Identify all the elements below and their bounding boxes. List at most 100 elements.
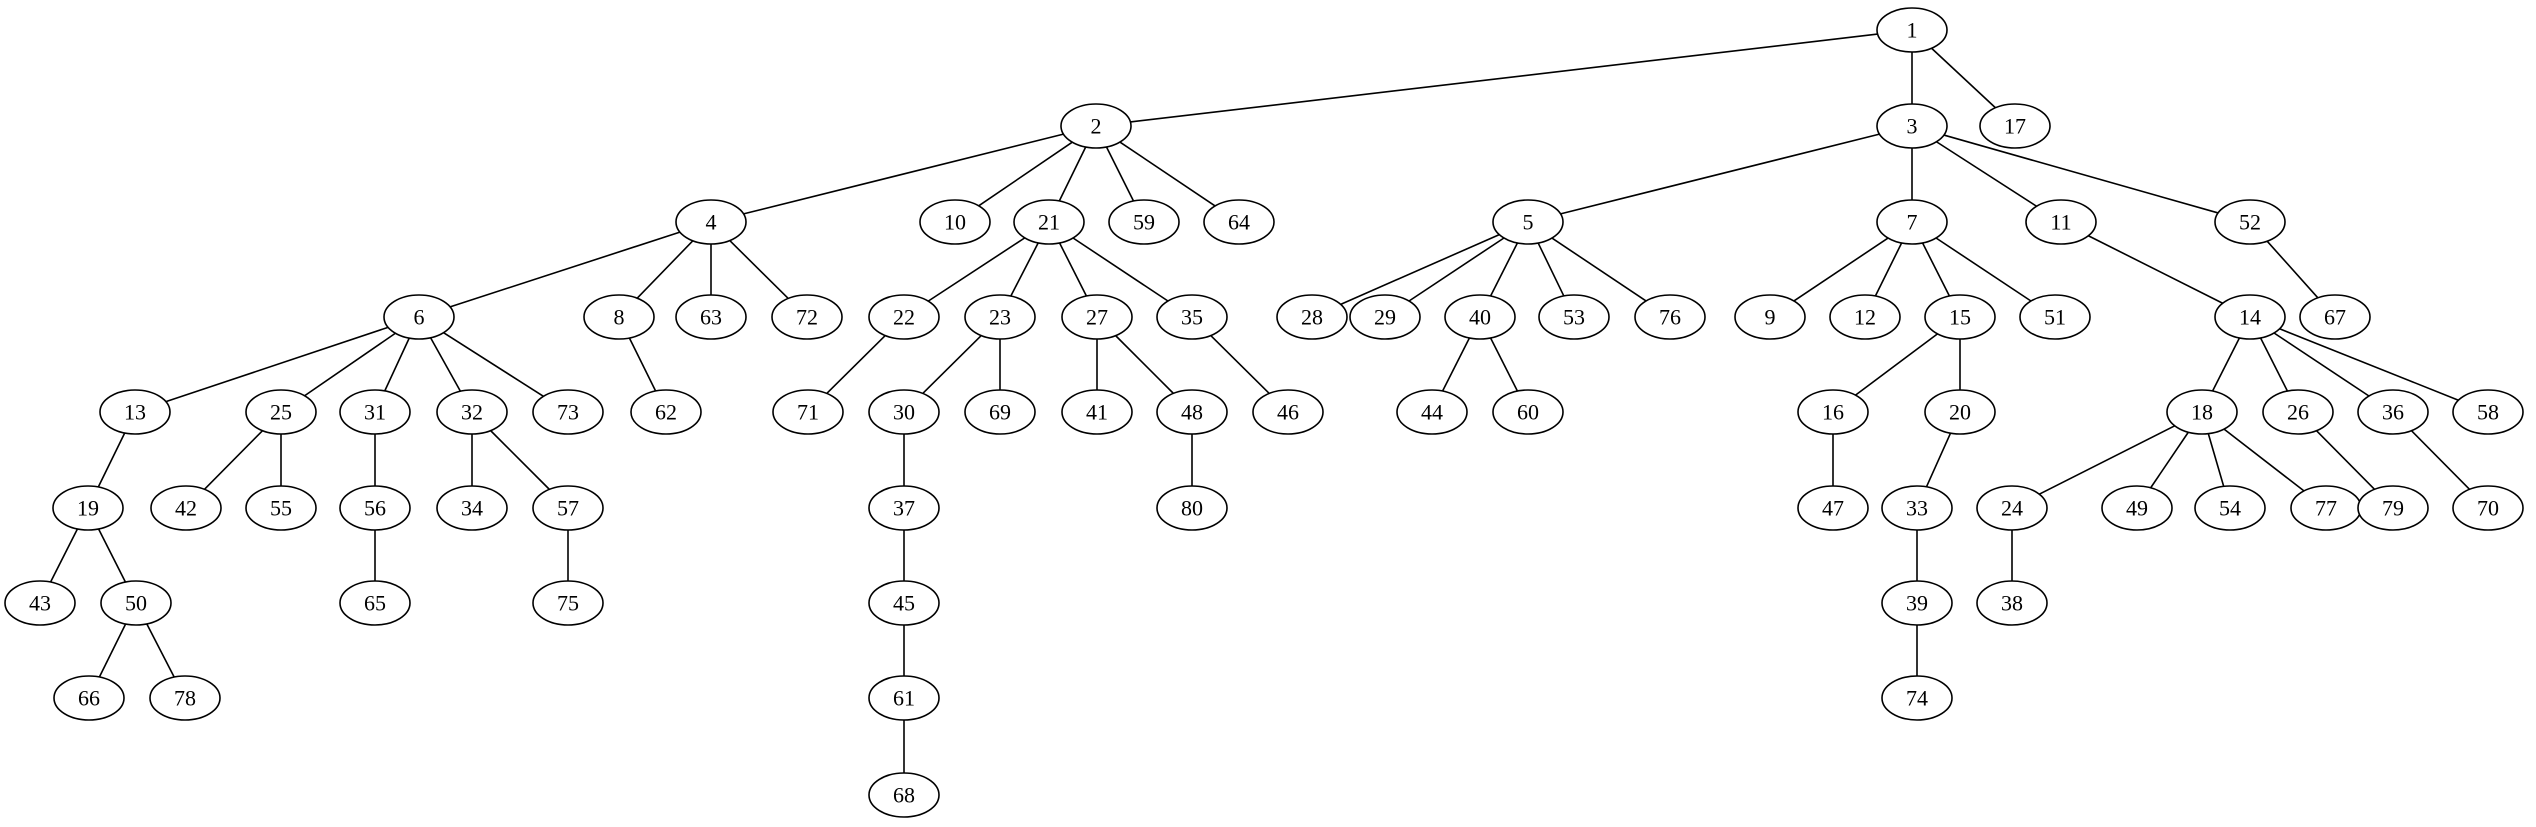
node-ellipse: [1156, 485, 1228, 531]
node-ellipse: [532, 389, 604, 435]
node-label: 25: [270, 400, 292, 425]
node-label: 20: [1949, 400, 1971, 425]
node-label: 53: [1563, 305, 1585, 330]
node-13: 13: [99, 389, 171, 435]
node-20: 20: [1924, 389, 1996, 435]
edge-40-44: [1441, 337, 1471, 392]
node-label: 43: [29, 591, 51, 616]
node-ellipse: [868, 580, 940, 626]
node-ellipse: [868, 675, 940, 721]
node-label: 71: [797, 400, 819, 425]
node-label: 61: [893, 686, 915, 711]
edge-19-50: [97, 528, 127, 583]
node-21: 21: [1013, 199, 1085, 245]
edge-2-21: [1058, 146, 1087, 202]
node-label: 16: [1822, 400, 1844, 425]
node-label: 33: [1906, 496, 1928, 521]
edge-5-76: [1551, 237, 1647, 302]
node-24: 24: [1976, 485, 2048, 531]
edge-21-35: [1072, 237, 1169, 302]
node-7: 7: [1876, 199, 1948, 245]
node-ellipse: [2262, 389, 2334, 435]
edge-1-2: [1130, 33, 1878, 123]
node-label: 9: [1765, 305, 1776, 330]
edge-7-51: [1935, 237, 2032, 302]
node-ellipse: [1881, 675, 1953, 721]
node-ellipse: [436, 389, 508, 435]
node-ellipse: [1797, 485, 1869, 531]
node-label: 5: [1523, 210, 1534, 235]
node-33: 33: [1881, 485, 1953, 531]
edge-3-5: [1560, 133, 1880, 215]
node-23: 23: [964, 294, 1036, 340]
edge-20-33: [1925, 432, 1952, 488]
node-label: 42: [175, 496, 197, 521]
node-ellipse: [868, 389, 940, 435]
node-label: 40: [1469, 305, 1491, 330]
node-ellipse: [1976, 580, 2048, 626]
node-10: 10: [919, 199, 991, 245]
node-55: 55: [245, 485, 317, 531]
node-label: 51: [2044, 305, 2066, 330]
node-11: 11: [2025, 199, 2097, 245]
node-ellipse: [339, 485, 411, 531]
node-62: 62: [630, 389, 702, 435]
edge-3-52: [1943, 134, 2219, 214]
node-ellipse: [1881, 485, 1953, 531]
node-ellipse: [100, 580, 172, 626]
node-ellipse: [2452, 389, 2524, 435]
edge-32-57: [490, 430, 550, 490]
node-5: 5: [1492, 199, 1564, 245]
node-ellipse: [1876, 103, 1948, 149]
node-19: 19: [52, 485, 124, 531]
node-38: 38: [1976, 580, 2048, 626]
node-ellipse: [2025, 199, 2097, 245]
node-47: 47: [1797, 485, 1869, 531]
node-label: 63: [700, 305, 722, 330]
node-41: 41: [1061, 389, 1133, 435]
node-ellipse: [675, 294, 747, 340]
node-label: 32: [461, 400, 483, 425]
edge-19-43: [49, 528, 79, 583]
node-16: 16: [1797, 389, 1869, 435]
edge-2-59: [1105, 146, 1135, 202]
node-label: 12: [1854, 305, 1876, 330]
node-label: 10: [944, 210, 966, 235]
node-ellipse: [630, 389, 702, 435]
node-ellipse: [675, 199, 747, 245]
node-label: 80: [1181, 496, 1203, 521]
node-ellipse: [1156, 389, 1228, 435]
node-ellipse: [99, 389, 171, 435]
node-label: 4: [706, 210, 717, 235]
node-ellipse: [772, 389, 844, 435]
edge-2-64: [1119, 141, 1216, 207]
node-label: 35: [1181, 305, 1203, 330]
node-64: 64: [1203, 199, 1275, 245]
node-label: 2: [1091, 114, 1102, 139]
node-label: 13: [124, 400, 146, 425]
node-label: 72: [796, 305, 818, 330]
edge-8-62: [628, 337, 657, 392]
node-ellipse: [1349, 294, 1421, 340]
node-label: 31: [364, 400, 386, 425]
node-label: 55: [270, 496, 292, 521]
node-label: 7: [1907, 210, 1918, 235]
node-ellipse: [1252, 389, 1324, 435]
node-2: 2: [1060, 103, 1132, 149]
edge-3-11: [1936, 141, 2037, 207]
node-ellipse: [2166, 389, 2238, 435]
edge-7-9: [1793, 237, 1889, 302]
node-label: 49: [2126, 496, 2148, 521]
node-label: 79: [2382, 496, 2404, 521]
node-6: 6: [383, 294, 455, 340]
node-ellipse: [868, 485, 940, 531]
node-ellipse: [2357, 389, 2429, 435]
node-ellipse: [1924, 294, 1996, 340]
node-ellipse: [2019, 294, 2091, 340]
node-label: 67: [2324, 305, 2346, 330]
node-label: 3: [1907, 114, 1918, 139]
edge-1-17: [1931, 47, 1996, 109]
node-36: 36: [2357, 389, 2429, 435]
node-label: 75: [557, 591, 579, 616]
node-label: 11: [2050, 210, 2071, 235]
